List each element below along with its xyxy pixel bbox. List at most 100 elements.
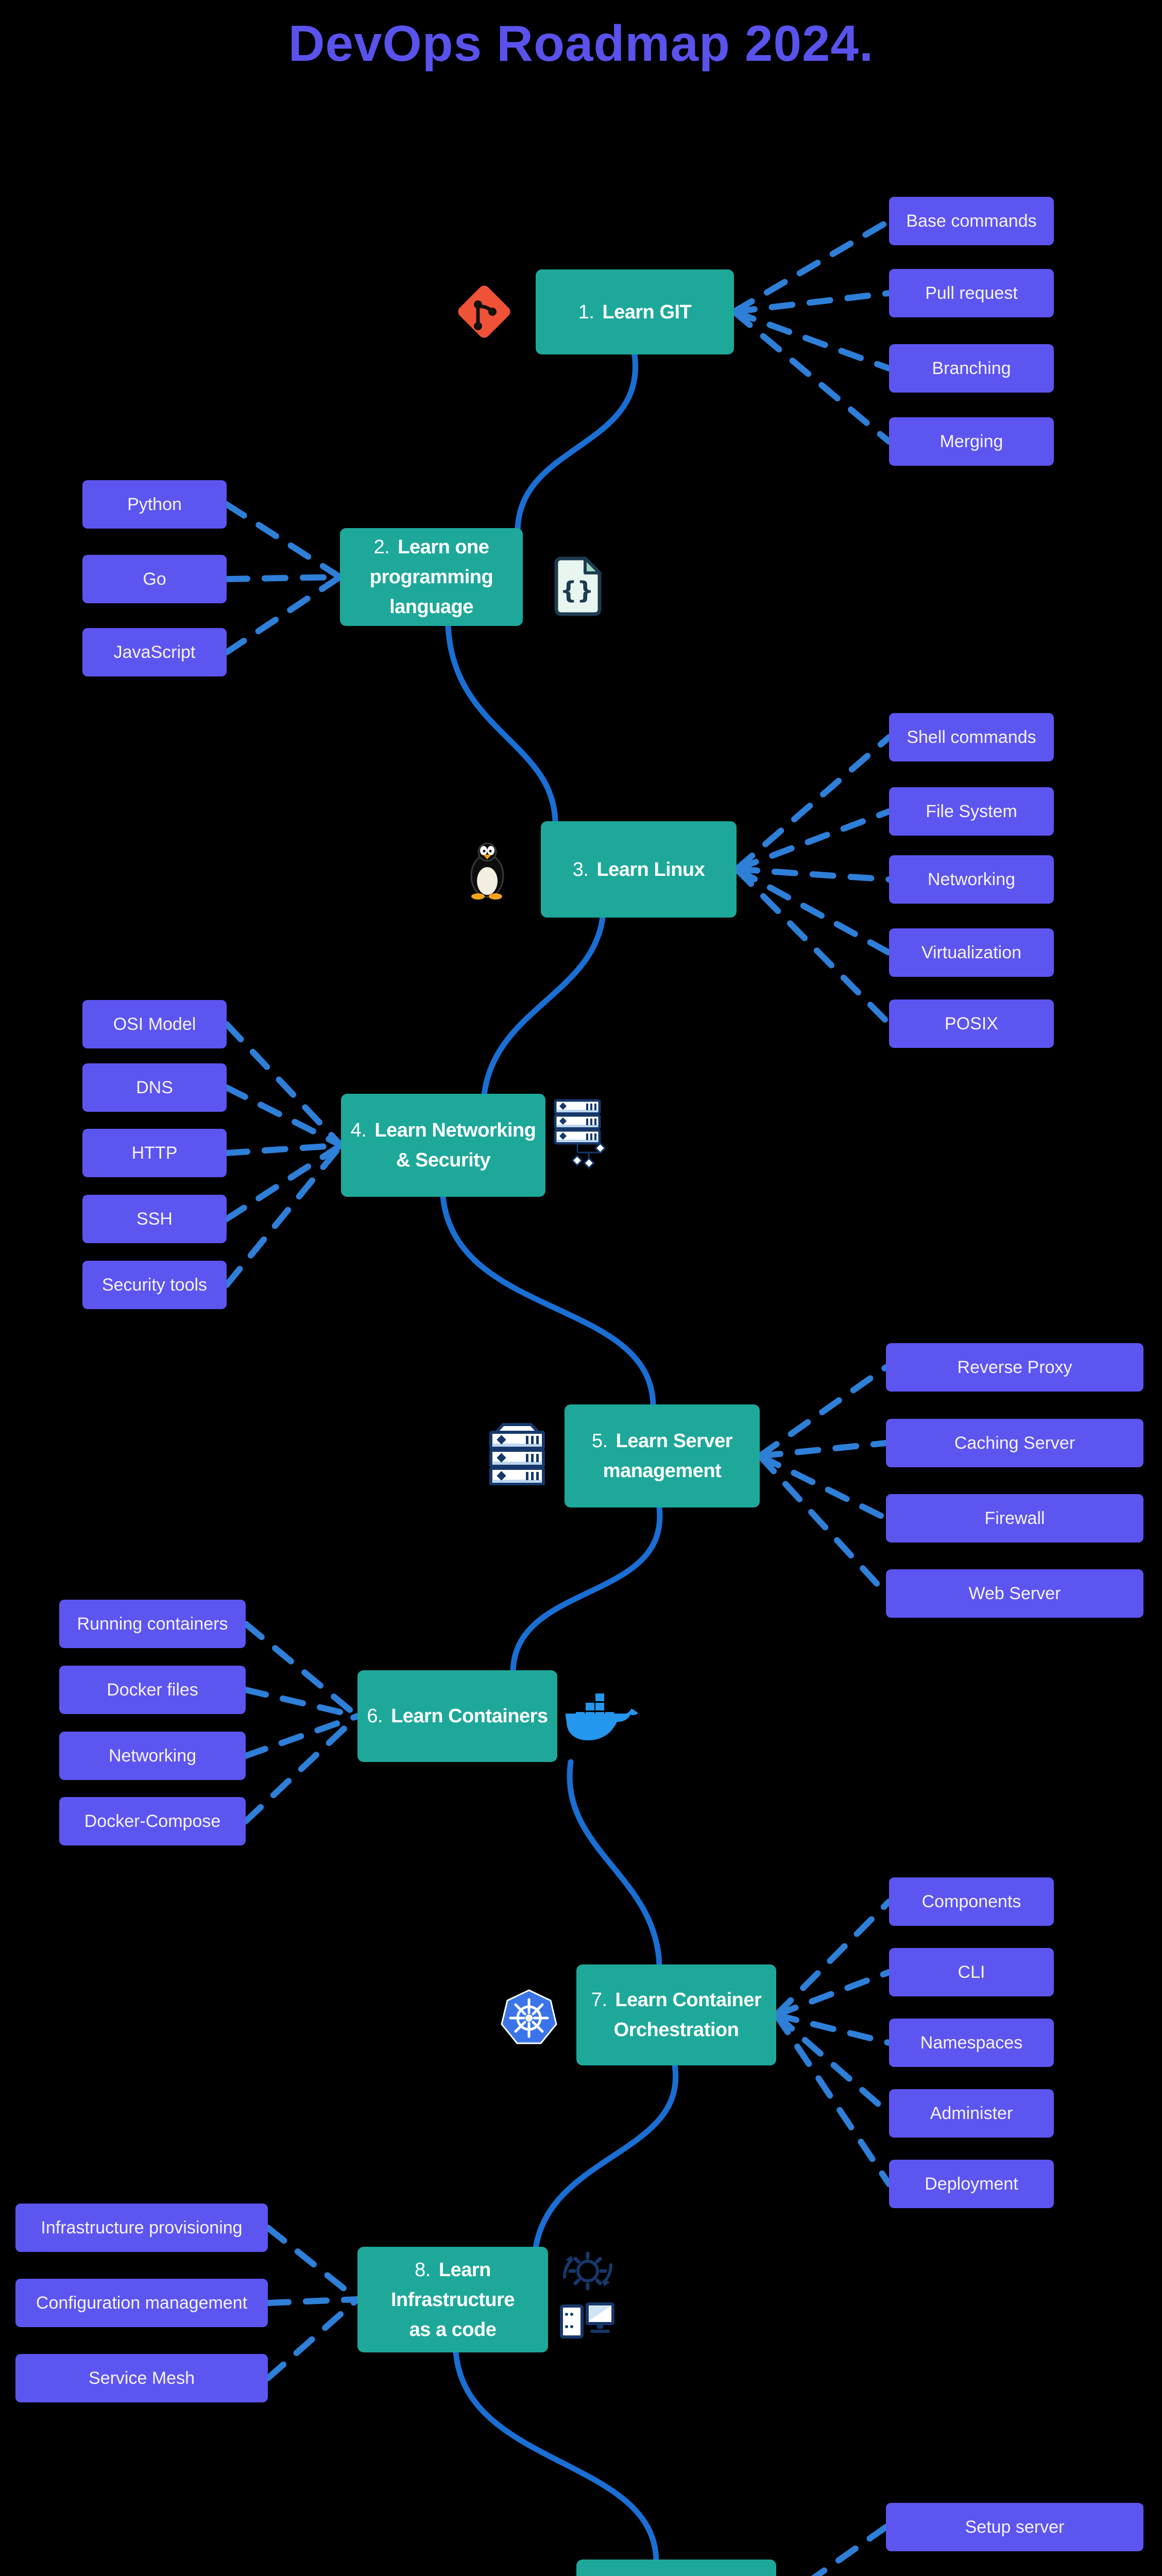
subtopic-box: OSI Model <box>82 1000 227 1048</box>
node-label: 5.Learn Server <box>591 1430 733 1452</box>
subtopic-label: Components <box>921 1891 1021 1911</box>
subtopic-label: Administer <box>930 2103 1013 2123</box>
subtopic-box: CLI <box>889 1948 1054 1996</box>
dashed-connector <box>265 2225 361 2302</box>
subtopic-label: Service Mesh <box>89 2368 195 2388</box>
subtopic-box: SSH <box>82 1195 227 1243</box>
node-learn-programming-language: 2.Learn one programming language <box>340 528 523 626</box>
subtopic-label: Docker files <box>107 1680 198 1700</box>
subtopic-box: Base commands <box>889 197 1054 245</box>
code-file-icon: {} <box>551 555 605 617</box>
subtopic-box: Shell commands <box>889 713 1054 761</box>
subtopic-box: DNS <box>82 1063 227 1112</box>
subtopic-box: Python <box>82 480 227 529</box>
curve-connector <box>515 351 639 533</box>
dashed-connector <box>773 1969 892 2018</box>
node-label: 2.Learn one <box>373 536 489 558</box>
dashed-connector <box>224 574 343 655</box>
subtopic-label: Python <box>127 494 182 514</box>
subtopic-box: Administer <box>889 2089 1054 2138</box>
subtopic-box: Web Server <box>886 1569 1143 1618</box>
node-learn-containers: 6.Learn Containers <box>357 1670 557 1762</box>
subtopic-box: Caching Server <box>886 1419 1143 1467</box>
dashed-connector <box>733 866 892 883</box>
subtopic-label: File System <box>926 801 1017 821</box>
subtopic-box: Configuration management <box>15 2279 268 2327</box>
dashed-connector <box>265 2296 361 2306</box>
curve-connector <box>445 623 558 825</box>
node-learn-cicd: 9.Learn CI/CD <box>576 2560 776 2576</box>
dashed-connector <box>773 2012 892 2116</box>
kubernetes-icon <box>499 1988 559 2048</box>
subtopic-box: Deployment <box>889 2160 1054 2208</box>
node-label: 6.Learn Containers <box>367 1705 548 1727</box>
dashed-connector <box>224 1021 344 1148</box>
subtopic-label: Base commands <box>906 211 1037 231</box>
node-learn-infrastructure-as-code: 8.Learn Infrastructure as a code <box>357 2247 548 2352</box>
subtopic-box: Docker files <box>59 1666 246 1714</box>
iac-gear-icon <box>557 2250 618 2346</box>
main-path-curves <box>440 351 679 2564</box>
subtopic-box: Networking <box>59 1732 246 1780</box>
dashed-connector <box>757 1440 889 1459</box>
node-learn-networking-security: 4.Learn Networking & Security <box>341 1094 545 1197</box>
node-learn-server-management: 5.Learn Server management <box>565 1404 760 1507</box>
subtopic-label: Networking <box>108 1745 197 1766</box>
subtopic-box: Go <box>82 555 227 603</box>
node-label: 7.Learn Container <box>591 1989 762 2011</box>
subtopic-box: Running containers <box>59 1600 246 1648</box>
subtopic-label: SSH <box>136 1209 173 1229</box>
node-learn-container-orchestration: 7.Learn Container Orchestration <box>576 1964 776 2065</box>
subtopic-box: Virtualization <box>889 928 1054 977</box>
svg-text:{}: {} <box>560 577 594 604</box>
subtopic-label: Shell commands <box>907 727 1036 747</box>
dashed-connector <box>224 1142 344 1288</box>
node-label: 4.Learn Networking <box>350 1120 536 1141</box>
subtopic-label: Merging <box>939 431 1003 451</box>
subtopic-box: JavaScript <box>82 628 227 676</box>
node-learn-linux: 3.Learn Linux <box>541 821 737 918</box>
dashed-connector <box>733 734 892 872</box>
node-label: 3.Learn Linux <box>572 858 705 880</box>
dashed-connector <box>733 866 892 1027</box>
subtopic-label: Caching Server <box>954 1433 1075 1453</box>
network-rack-icon <box>552 1096 611 1171</box>
dashed-connector <box>731 309 892 445</box>
subtopic-box: Branching <box>889 344 1054 393</box>
subtopic-label: DNS <box>136 1077 173 1097</box>
curve-connector <box>567 1759 662 1969</box>
node-label: 1.Learn GIT <box>578 301 692 323</box>
linux-tux-icon <box>464 840 511 901</box>
subtopic-label: OSI Model <box>113 1014 196 1034</box>
dashed-connector <box>224 501 343 580</box>
subtopic-box: File System <box>889 787 1054 836</box>
dashed-connector <box>773 2012 892 2046</box>
subtopic-box: Infrastructure provisioning <box>15 2204 268 2252</box>
subtopic-box: HTTP <box>82 1129 227 1177</box>
subtopic-label: Virtualization <box>921 942 1022 962</box>
subtopic-box: Setup server <box>886 2503 1143 2551</box>
dashed-connector <box>773 2012 892 2187</box>
dashed-connector <box>731 218 892 315</box>
dashed-connector <box>811 2524 889 2576</box>
curve-connector <box>510 1504 663 1674</box>
subtopic-label: CLI <box>958 1962 985 1982</box>
dashed-connector <box>243 1621 361 1719</box>
subtopic-box: Docker-Compose <box>59 1797 246 1845</box>
dashed-connector <box>243 1713 361 1759</box>
subtopic-label: HTTP <box>131 1143 178 1163</box>
dashed-connector <box>243 1687 361 1719</box>
dashed-connector <box>243 1713 361 1824</box>
subtopic-label: Configuration management <box>36 2293 248 2313</box>
subtopic-label: Namespaces <box>920 2032 1023 2053</box>
subtopic-label: Networking <box>927 869 1016 889</box>
subtopic-box: Merging <box>889 417 1054 466</box>
curve-connector <box>453 2349 659 2564</box>
subtopic-label: Security tools <box>101 1275 208 1295</box>
subtopic-label: Pull request <box>925 283 1018 303</box>
dashed-connector <box>731 290 892 315</box>
docker-whale-icon <box>562 1691 640 1742</box>
subtopic-box: Networking <box>889 855 1054 904</box>
curve-connector <box>440 1194 656 1409</box>
subtopic-box: Pull request <box>889 269 1054 317</box>
